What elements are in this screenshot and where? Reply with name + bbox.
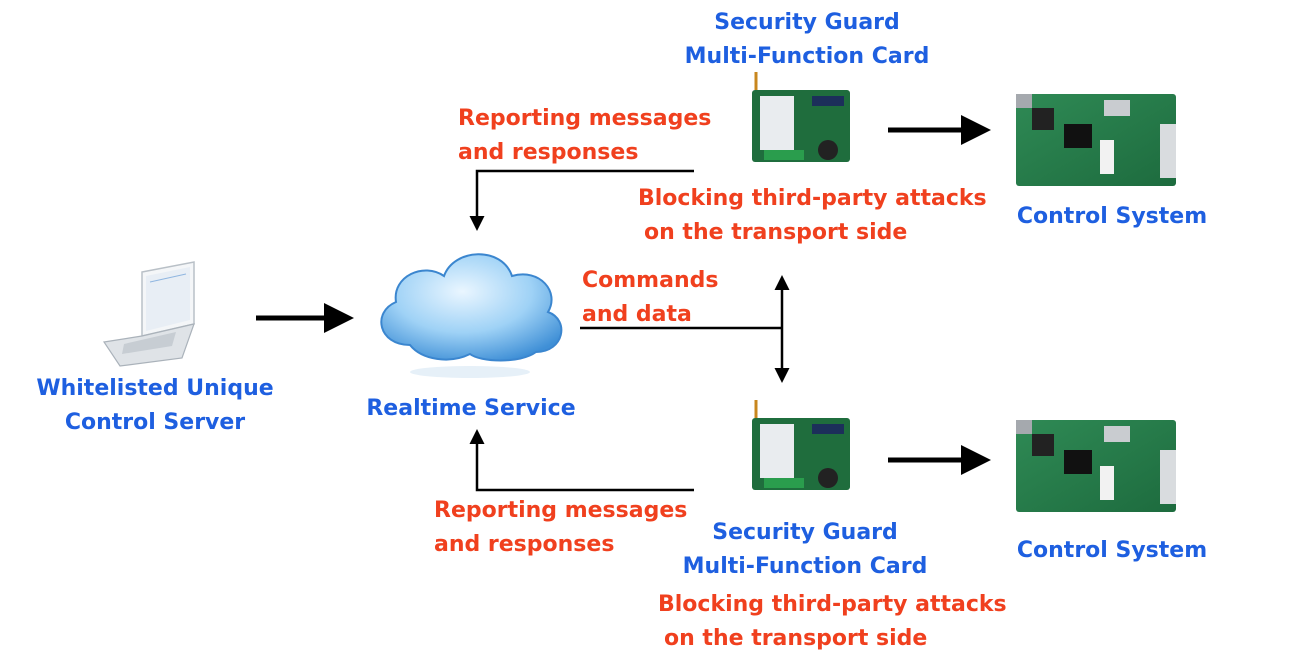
commands-label-line1: Commands (582, 268, 719, 293)
top-block-label: Blocking third-party attacks on the tran… (638, 182, 987, 250)
laptop-icon (102, 261, 195, 367)
commands-label-line2: and data (582, 302, 692, 327)
bottom-block-line2: on the transport side (664, 626, 928, 651)
bottom-control-label: Control System (1016, 538, 1208, 563)
connector-lines (256, 115, 991, 492)
server-label: Whitelisted Unique Control Server (22, 372, 288, 440)
bottom-report-line2: and responses (434, 532, 615, 557)
top-report-label: Reporting messages and responses (458, 102, 711, 170)
top-card-title: Security Guard Multi-Function Card (672, 6, 942, 74)
bottom-card-title-line2: Multi-Function Card (682, 554, 928, 579)
top-card-title-line1: Security Guard (714, 10, 900, 35)
security-card-top-icon (752, 72, 850, 162)
bottom-report-label: Reporting messages and responses (434, 494, 687, 562)
server-label-line1: Whitelisted Unique (36, 376, 274, 401)
top-block-line2: on the transport side (644, 220, 908, 245)
bottom-block-line1: Blocking third-party attacks (658, 592, 1007, 617)
top-card-title-line2: Multi-Function Card (684, 44, 930, 69)
bottom-report-line1: Reporting messages (434, 498, 688, 523)
bottom-card-title-line1: Security Guard (712, 520, 898, 545)
control-board-bottom-icon (1016, 420, 1176, 512)
cloud-label: Realtime Service (366, 396, 576, 421)
security-card-bottom-icon (752, 400, 850, 490)
top-report-line2: and responses (458, 140, 639, 165)
top-control-label: Control System (1016, 204, 1208, 229)
server-label-line2: Control Server (64, 410, 246, 435)
top-report-line1: Reporting messages (458, 106, 712, 131)
top-block-line1: Blocking third-party attacks (638, 186, 987, 211)
bottom-card-title: Security Guard Multi-Function Card (670, 516, 940, 584)
control-board-top-icon (1016, 94, 1176, 186)
commands-label: Commands and data (582, 264, 718, 332)
cloud-icon (380, 253, 563, 378)
bottom-report-arrow (469, 429, 694, 492)
bottom-block-label: Blocking third-party attacks on the tran… (658, 588, 1007, 656)
top-report-arrow (469, 169, 694, 231)
